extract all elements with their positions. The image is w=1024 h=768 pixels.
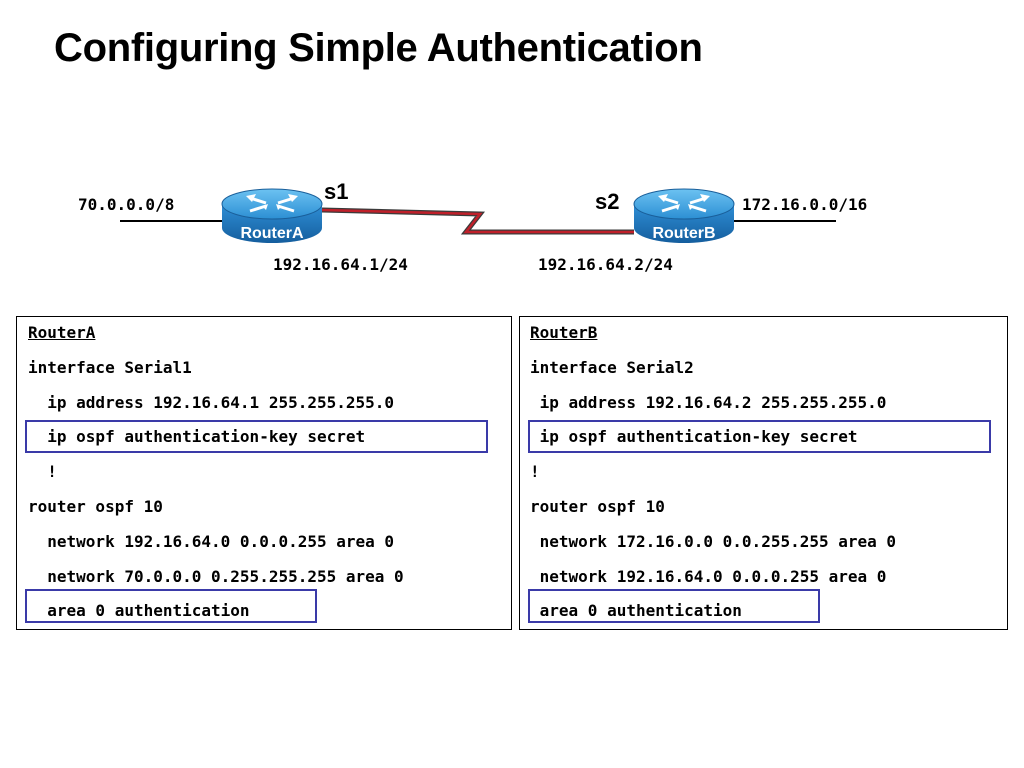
config-line: network 192.16.64.0 0.0.0.255 area 0 [28,532,395,551]
serial-link [321,207,634,235]
config-line: ! [530,462,540,481]
config-line: interface Serial2 [530,358,694,377]
config-header: RouterB [530,323,598,342]
config-line: network 172.16.0.0 0.0.255.255 area 0 [530,532,897,551]
routerA-network-label: 70.0.0.0/8 [78,195,175,214]
config-line: ! [28,462,57,481]
network-topology-diagram: RouterA RouterB s1 s2 [120,179,836,243]
routerB-interface-label: s2 [595,189,619,214]
routerB-ip-label: 192.16.64.2/24 [538,255,673,274]
config-line: area 0 authentication [530,601,742,620]
routerA-interface-label: s1 [324,179,348,204]
routerB-network-label: 172.16.0.0/16 [742,195,868,214]
config-line: interface Serial1 [28,358,192,377]
config-line: ip address 192.16.64.1 255.255.255.0 [28,393,395,412]
config-line: ip address 192.16.64.2 255.255.255.0 [530,393,887,412]
config-line: router ospf 10 [28,497,163,516]
config-line: ip ospf authentication-key secret [28,427,366,446]
highlight-box [528,589,820,623]
highlight-box [25,420,488,453]
config-line: area 0 authentication [28,601,250,620]
highlight-box [528,420,991,453]
routerB-config-panel: RouterB interface Serial2 ip address 192… [519,316,1008,630]
routerB-label: RouterB [652,225,715,242]
config-line: router ospf 10 [530,497,665,516]
config-line: network 192.16.64.0 0.0.0.255 area 0 [530,567,887,586]
routerA-config-panel: RouterA interface Serial1 ip address 192… [16,316,512,630]
routerA-icon [221,188,323,243]
highlight-box [25,589,317,623]
routerB-icon [633,188,735,243]
config-line: ip ospf authentication-key secret [530,427,858,446]
slide-title: Configuring Simple Authentication [54,26,703,70]
config-header: RouterA [28,323,96,342]
config-line: network 70.0.0.0 0.255.255.255 area 0 [28,567,404,586]
routerA-ip-label: 192.16.64.1/24 [273,255,408,274]
routerA-label: RouterA [240,225,304,242]
